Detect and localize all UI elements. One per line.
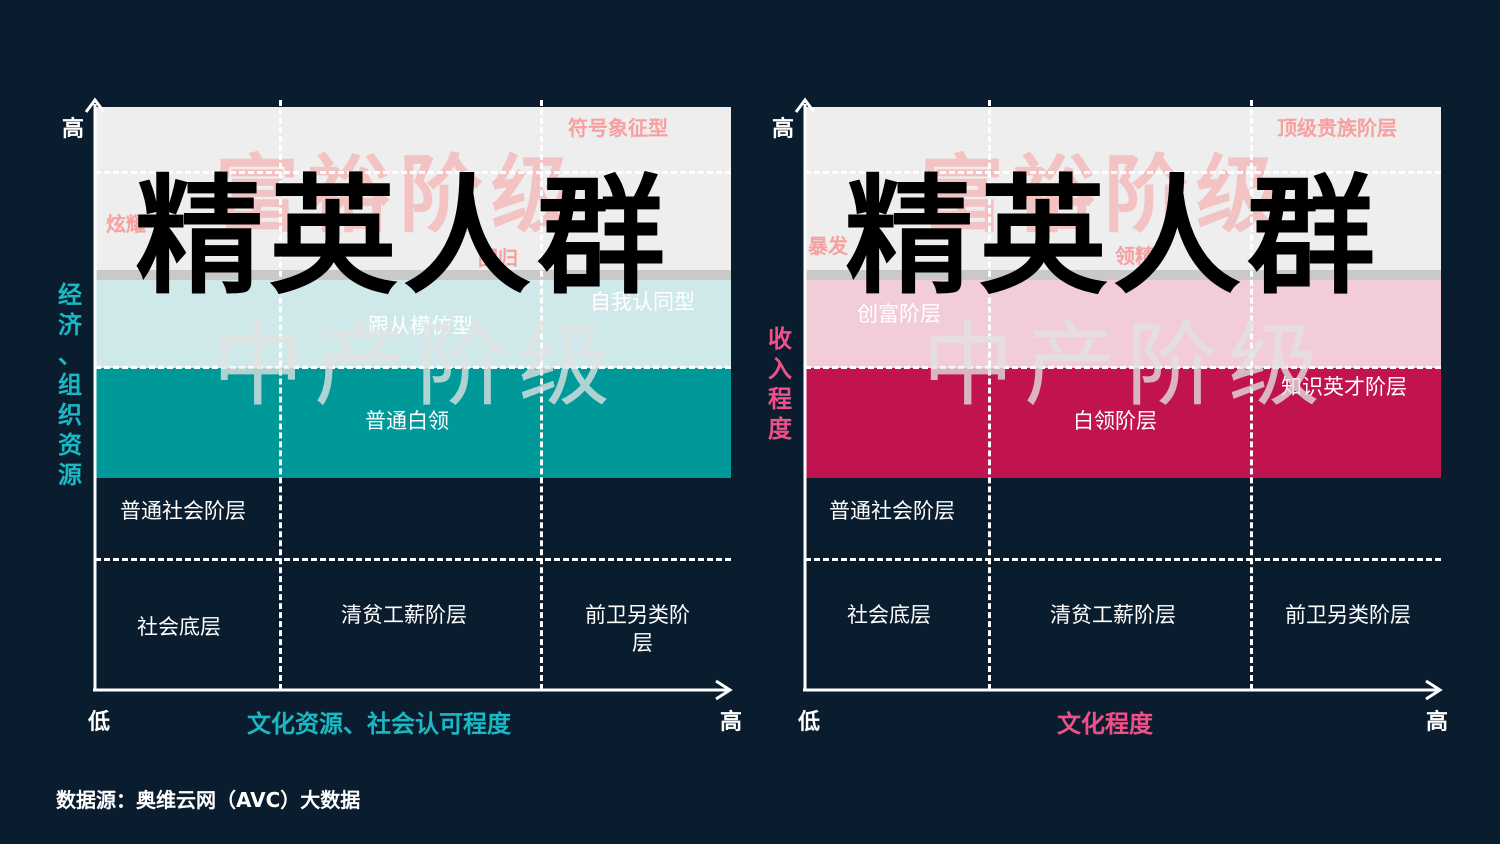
left-cell-follow-imitate: 跟从模仿型 xyxy=(368,314,473,338)
right-y-axis-high: 高 xyxy=(772,117,795,142)
left-top-band xyxy=(95,107,731,273)
left-grid-line-v1 xyxy=(279,100,282,690)
left-cell-avant-line2: 层 xyxy=(632,631,653,655)
left-cell-avant-line1: 前卫另类阶 xyxy=(585,603,690,627)
left-dark-band xyxy=(95,368,731,478)
left-x-axis-title: 文化资源、社会认可程度 xyxy=(247,710,511,738)
right-dark-band xyxy=(805,368,1441,478)
left-faint-flaunt: 炫耀 xyxy=(106,212,146,236)
right-x-axis-low: 低 xyxy=(798,710,821,735)
right-separator-band xyxy=(805,270,1441,280)
right-x-axis-title: 文化程度 xyxy=(1057,710,1153,738)
right-top-band xyxy=(805,107,1441,273)
left-matrix-panel: 富裕阶级 符号象征型 炫耀 回归 跟从模仿型 自我认同型 普通白领 普通社会阶层… xyxy=(0,0,742,844)
left-grid-line-v2 xyxy=(540,100,543,690)
right-faint-nouveau: 暴发 xyxy=(808,234,848,258)
left-light-band xyxy=(95,280,731,368)
right-cell-avant: 前卫另类阶层 xyxy=(1285,603,1411,627)
left-y-axis-title: 经济、组织资源 xyxy=(58,281,82,489)
left-cell-self-identity: 自我认同型 xyxy=(590,290,695,314)
left-x-axis-high: 高 xyxy=(720,710,743,735)
right-cell-ordinary-class: 普通社会阶层 xyxy=(829,499,955,523)
right-overlay-elite-group: 精英人群 xyxy=(845,163,1382,312)
right-cell-knowledge-elite: 知识英才阶层 xyxy=(1281,375,1407,399)
left-cell-white-collar: 普通白领 xyxy=(365,409,449,433)
right-grid-line-h2 xyxy=(805,366,1441,369)
left-grid-line-h3 xyxy=(95,558,731,561)
right-cell-white-collar: 白领阶层 xyxy=(1073,409,1157,433)
right-cell-wealth-creators: 创富阶层 xyxy=(857,302,941,326)
right-cell-social-bottom: 社会底层 xyxy=(847,603,931,627)
right-axes xyxy=(794,97,1443,701)
right-faint-wealthy-class: 富裕阶级 xyxy=(920,146,1289,244)
left-grid-line-h1 xyxy=(95,171,731,174)
right-grid-line-h3 xyxy=(805,558,1441,561)
right-grid-line-v2 xyxy=(1250,100,1253,690)
left-faint-wealthy-class: 富裕阶级 xyxy=(215,146,584,244)
right-y-axis-title: 收入程度 xyxy=(768,325,792,443)
left-faint-return: 回归 xyxy=(478,246,518,270)
right-faint-noble: 顶级贵族阶层 xyxy=(1277,116,1397,140)
right-matrix-panel: 富裕阶级 顶级贵族阶层 暴发 领精 创富阶层 知识英才阶层 白领阶层 普通社会阶… xyxy=(710,0,1448,844)
left-overlay-middle-class: 中产阶级 xyxy=(212,312,621,419)
data-source-note: 数据源：奥维云网（AVC）大数据 xyxy=(56,788,361,812)
right-grid-line-h1 xyxy=(805,171,1441,174)
left-cell-ordinary-class: 普通社会阶层 xyxy=(120,499,246,523)
left-overlay-elite-group: 精英人群 xyxy=(135,163,672,312)
right-light-band xyxy=(805,280,1441,368)
right-x-axis-high: 高 xyxy=(1426,710,1449,735)
right-cell-poor-wage: 清贫工薪阶层 xyxy=(1050,603,1176,627)
left-axes xyxy=(84,97,733,701)
left-cell-poor-wage: 清贫工薪阶层 xyxy=(341,603,467,627)
left-faint-symbol-type: 符号象征型 xyxy=(568,116,668,140)
left-separator-band xyxy=(95,270,731,280)
right-grid-line-v1 xyxy=(988,100,991,690)
left-x-axis-low: 低 xyxy=(88,710,111,735)
left-cell-social-bottom: 社会底层 xyxy=(137,615,221,639)
left-y-axis-high: 高 xyxy=(62,117,85,142)
left-grid-line-h2 xyxy=(95,366,731,369)
right-faint-lead: 领精 xyxy=(1115,244,1155,268)
right-overlay-middle-class: 中产阶级 xyxy=(922,312,1331,419)
